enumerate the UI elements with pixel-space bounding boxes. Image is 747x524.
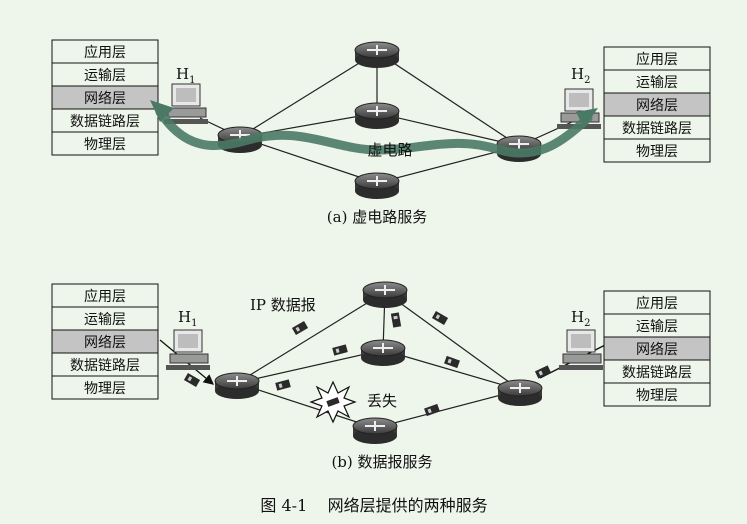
layer-network: 网络层 bbox=[84, 91, 126, 107]
computer-icon bbox=[166, 329, 210, 370]
layer-datalink: 数据链路层 bbox=[70, 358, 140, 374]
panel-b-links bbox=[236, 291, 521, 429]
layer-application: 应用层 bbox=[84, 44, 126, 61]
computer-icon bbox=[559, 329, 603, 370]
router-icon bbox=[214, 372, 260, 399]
datagram-label: IP 数据报 bbox=[250, 296, 316, 314]
layer-datalink: 数据链路层 bbox=[622, 365, 692, 381]
caption-a: (a) 虚电路服务 bbox=[327, 208, 427, 226]
layer-physical: 物理层 bbox=[636, 388, 678, 404]
caption-b: (b) 数据报服务 bbox=[331, 453, 432, 471]
lost-label: 丢失 bbox=[367, 392, 397, 410]
explosion-icon bbox=[309, 380, 357, 424]
protocol-stack-a-left: 应用层 运输层 网络层 数据链路层 物理层 bbox=[51, 39, 159, 156]
packet-icon bbox=[332, 344, 348, 356]
host-h1-label: H1 bbox=[176, 65, 195, 86]
layer-network: 网络层 bbox=[636, 98, 678, 114]
layer-application: 应用层 bbox=[636, 51, 678, 68]
layer-application: 应用层 bbox=[636, 295, 678, 312]
packet-icon bbox=[275, 379, 291, 391]
figure-caption: 图 4-1 网络层提供的两种服务 bbox=[260, 496, 487, 515]
virtual-circuit-path bbox=[150, 100, 598, 158]
layer-transport: 运输层 bbox=[84, 68, 126, 84]
layer-application: 应用层 bbox=[84, 288, 126, 305]
layer-physical: 物理层 bbox=[84, 381, 126, 397]
packet-icon bbox=[390, 312, 402, 328]
packet-icon bbox=[291, 321, 309, 335]
layer-datalink: 数据链路层 bbox=[70, 114, 140, 130]
host-h1-label: H1 bbox=[178, 308, 197, 329]
router-icon bbox=[354, 102, 400, 129]
layer-transport: 运输层 bbox=[636, 75, 678, 91]
router-icon bbox=[360, 339, 406, 366]
layer-transport: 运输层 bbox=[636, 319, 678, 335]
protocol-stack-b-left: 应用层 运输层 网络层 数据链路层 物理层 bbox=[51, 283, 159, 400]
protocol-stack-b-right: 应用层 运输层 网络层 数据链路层 物理层 bbox=[603, 290, 711, 407]
packet-icon bbox=[534, 365, 552, 379]
virtual-circuit-label: 虚电路 bbox=[367, 141, 412, 159]
layer-transport: 运输层 bbox=[84, 312, 126, 328]
router-icon bbox=[354, 172, 400, 199]
layer-physical: 物理层 bbox=[84, 137, 126, 153]
layer-network: 网络层 bbox=[636, 342, 678, 358]
layer-physical: 物理层 bbox=[636, 144, 678, 160]
layer-network: 网络层 bbox=[84, 335, 126, 351]
router-icon bbox=[362, 281, 408, 308]
router-icon bbox=[352, 417, 398, 444]
packet-icon bbox=[424, 403, 440, 417]
router-icon bbox=[354, 41, 400, 68]
packet-icon bbox=[431, 311, 449, 325]
computer-icon bbox=[164, 83, 208, 124]
packet-icon bbox=[444, 355, 460, 369]
protocol-stack-a-right: 应用层 运输层 网络层 数据链路层 物理层 bbox=[603, 46, 711, 163]
layer-datalink: 数据链路层 bbox=[622, 121, 692, 137]
host-h2-label: H2 bbox=[571, 308, 590, 329]
host-h2-label: H2 bbox=[571, 65, 590, 86]
panel-a: 应用层 运输层 网络层 数据链路层 物理层 应用层 运输层 网络层 数据链路层 … bbox=[51, 39, 711, 226]
panel-b: 应用层 运输层 网络层 数据链路层 物理层 应用层 运输层 网络层 数据链路层 … bbox=[51, 281, 711, 471]
router-icon bbox=[497, 379, 543, 406]
packet-icon bbox=[183, 373, 201, 387]
